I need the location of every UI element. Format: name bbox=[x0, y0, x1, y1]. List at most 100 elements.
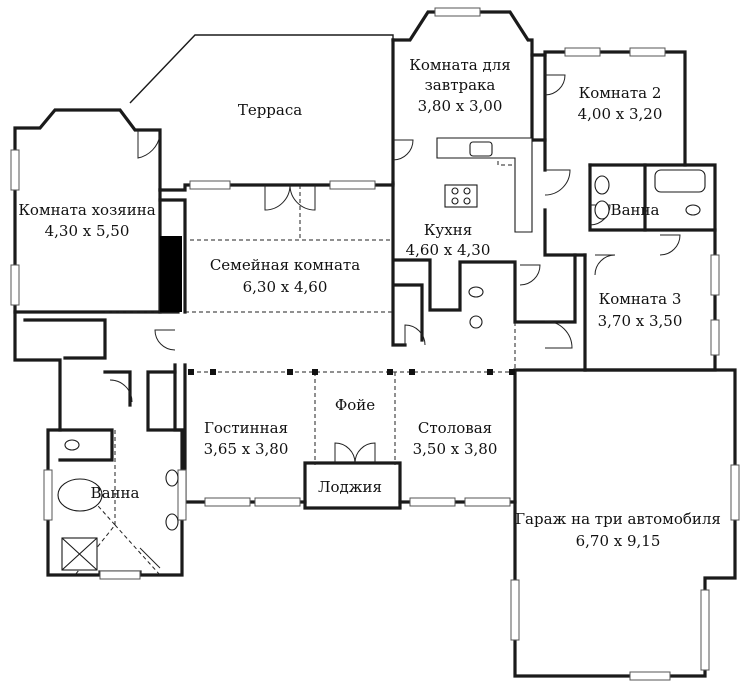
sink bbox=[165, 513, 179, 531]
window bbox=[43, 469, 53, 521]
room3-size: 3,70 x 3,50 bbox=[598, 312, 683, 330]
dashed-lines bbox=[74, 140, 523, 576]
column bbox=[509, 369, 515, 375]
closet-left-wall bbox=[146, 370, 184, 432]
hall-left-door bbox=[154, 329, 176, 351]
kitchen-counter bbox=[436, 137, 533, 233]
foyer-label: Фойе bbox=[335, 396, 375, 414]
breakfast-bay-wall bbox=[391, 10, 534, 142]
window bbox=[700, 589, 710, 671]
fixtures bbox=[57, 137, 706, 571]
family-size: 6,30 x 4,60 bbox=[243, 278, 328, 296]
windows bbox=[10, 7, 740, 681]
master-label: Комната хозяина bbox=[18, 201, 155, 219]
living-size: 3,65 x 3,80 bbox=[204, 440, 289, 458]
kitchen-label: Кухня bbox=[424, 221, 472, 239]
window bbox=[10, 149, 20, 191]
window bbox=[329, 180, 376, 190]
loggia-label: Лоджия bbox=[318, 478, 382, 496]
family-label: Семейная комната bbox=[210, 256, 360, 274]
room2-wall bbox=[530, 50, 687, 167]
window bbox=[730, 464, 740, 521]
bath-door-2 bbox=[659, 234, 681, 256]
window bbox=[99, 570, 141, 580]
family-top-wall bbox=[158, 183, 395, 192]
burner bbox=[463, 197, 471, 205]
garage-size: 6,70 x 9,15 bbox=[576, 532, 661, 550]
window bbox=[510, 579, 520, 641]
master-size: 4,30 x 5,50 bbox=[45, 222, 130, 240]
terrace-door bbox=[289, 184, 316, 211]
closet-door bbox=[404, 324, 426, 346]
fireplace bbox=[160, 236, 182, 312]
kitchen-west-wall bbox=[391, 181, 407, 347]
dining-size: 3,50 x 3,80 bbox=[413, 440, 498, 458]
hall-wall bbox=[543, 138, 587, 257]
master-door bbox=[137, 130, 161, 159]
master-wall bbox=[13, 108, 162, 314]
pantry-door bbox=[519, 264, 541, 286]
column bbox=[188, 369, 194, 375]
left-wing-wall bbox=[13, 310, 184, 577]
breakfast-label-1: Комната для bbox=[409, 56, 510, 74]
bath-left-label: Ванна bbox=[91, 484, 140, 502]
window bbox=[710, 254, 720, 296]
room-labels: Терраса Комната хозяина 4,30 x 5,50 Комн… bbox=[18, 56, 721, 550]
window bbox=[434, 7, 481, 17]
column bbox=[287, 369, 293, 375]
window bbox=[177, 469, 187, 521]
kitchen-size: 4,60 x 4,30 bbox=[406, 241, 491, 259]
wc-door bbox=[139, 547, 161, 569]
window bbox=[409, 497, 456, 507]
window bbox=[189, 180, 231, 190]
burner bbox=[451, 197, 459, 205]
terrace-door bbox=[264, 184, 291, 211]
burner bbox=[463, 187, 471, 195]
breakfast-size: 3,80 x 3,00 bbox=[418, 97, 503, 115]
kitchen-sink bbox=[469, 141, 493, 157]
fireplace-wall bbox=[158, 198, 187, 314]
doors bbox=[109, 74, 681, 569]
sink bbox=[469, 315, 483, 329]
garage-label: Гараж на три автомобиля bbox=[515, 510, 721, 528]
closet-door bbox=[109, 379, 133, 403]
window bbox=[204, 497, 251, 507]
cooktop-island bbox=[444, 184, 478, 208]
closet-kitchen-wall bbox=[393, 283, 424, 342]
closet-left-wall-2 bbox=[103, 370, 132, 407]
bathtub bbox=[654, 169, 706, 193]
bath-right-label: Ванна bbox=[611, 201, 660, 219]
room2-label: Комната 2 bbox=[579, 84, 662, 102]
window bbox=[464, 497, 511, 507]
window bbox=[710, 319, 720, 356]
entry-door bbox=[334, 442, 356, 464]
shower-cross bbox=[61, 537, 98, 571]
toilet-icon bbox=[64, 439, 80, 451]
burner bbox=[451, 187, 459, 195]
sink bbox=[165, 469, 179, 487]
sink bbox=[594, 175, 610, 195]
toilet-icon bbox=[685, 204, 701, 216]
column bbox=[210, 369, 216, 375]
columns bbox=[188, 369, 515, 375]
room3-wall bbox=[583, 163, 717, 372]
interior-walls bbox=[58, 38, 717, 462]
window bbox=[254, 497, 301, 507]
bath-right-wall bbox=[588, 163, 717, 232]
sink bbox=[594, 200, 610, 220]
bathtub bbox=[57, 478, 103, 512]
kitchen-east-wall bbox=[530, 53, 547, 142]
terrace-label: Терраса bbox=[238, 101, 302, 119]
room2-size: 4,00 x 3,20 bbox=[578, 105, 663, 123]
room3-label: Комната 3 bbox=[599, 290, 682, 308]
hall-door bbox=[544, 169, 571, 196]
window bbox=[629, 671, 671, 681]
toilet-icon bbox=[468, 286, 484, 298]
loggia-wall bbox=[303, 461, 402, 510]
column bbox=[387, 369, 393, 375]
room3-door bbox=[594, 254, 616, 276]
column bbox=[312, 369, 318, 375]
window bbox=[564, 47, 601, 57]
wc-left-wall bbox=[58, 428, 114, 462]
